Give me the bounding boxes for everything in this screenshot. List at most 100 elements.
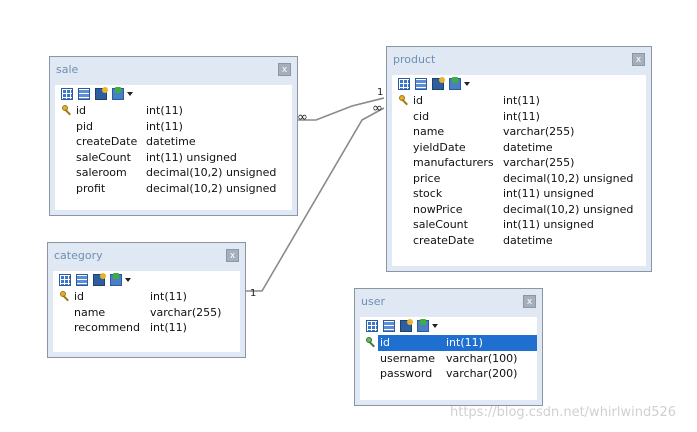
table-title: product x <box>387 47 651 73</box>
table-title-label: product <box>393 53 436 66</box>
relation-category-product-line <box>246 107 385 292</box>
table-title: sale x <box>50 57 297 83</box>
column-name: saleCount <box>76 150 131 164</box>
column-type: varchar(255) <box>150 305 222 319</box>
table-row[interactable]: nowPrice decimal(10,2) unsigned <box>392 202 646 218</box>
table-row[interactable]: name varchar(255) <box>392 124 646 140</box>
table-row[interactable]: profit decimal(10,2) unsigned <box>55 181 292 197</box>
table-category[interactable]: category x id int(11) name varchar(255) … <box>47 242 246 358</box>
table-product[interactable]: product x id int(11) cid int(11) name va… <box>386 46 652 272</box>
table-sale[interactable]: sale x id int(11) pid int(11) createDate… <box>49 56 298 216</box>
table-row[interactable]: pid int(11) <box>55 119 292 135</box>
column-name: id <box>76 104 87 117</box>
close-icon[interactable]: x <box>226 249 239 262</box>
column-name: id <box>380 336 391 349</box>
column-type: int(11) <box>446 336 483 349</box>
add-field-icon[interactable] <box>398 78 410 90</box>
table-row[interactable]: saleCount int(11) unsigned <box>392 217 646 233</box>
table-row[interactable]: id int(11) <box>53 289 240 305</box>
primary-key-icon[interactable] <box>93 273 106 286</box>
table-title-label: user <box>361 295 385 308</box>
column-type: datetime <box>146 135 196 148</box>
table-body: id int(11) pid int(11) createDate dateti… <box>55 85 292 210</box>
column-type: int(11) <box>150 290 187 303</box>
close-icon[interactable]: x <box>523 295 536 308</box>
key-icon <box>366 337 377 348</box>
column-name: username <box>380 351 435 365</box>
column-type: int(11) unsigned <box>503 187 594 200</box>
add-field-icon[interactable] <box>59 274 71 286</box>
chevron-down-icon[interactable] <box>125 278 131 282</box>
column-type: datetime <box>503 140 553 154</box>
table-row[interactable]: createDate datetime <box>392 233 646 249</box>
table-row[interactable]: id int(11) <box>392 93 646 109</box>
column-name: cid <box>413 109 430 123</box>
foreign-key-icon[interactable] <box>110 273 122 286</box>
table-row[interactable]: id int(11) <box>55 103 292 119</box>
key-icon <box>60 291 71 302</box>
relation-sale-product-line <box>292 97 385 121</box>
table-title-label: sale <box>56 63 79 76</box>
table-row[interactable]: manufacturers varchar(255) <box>392 155 646 171</box>
column-name: price <box>413 171 441 185</box>
table-title: user x <box>355 289 542 315</box>
table-row[interactable]: name varchar(255) <box>53 305 240 321</box>
table-body: id int(11) cid int(11) name varchar(255)… <box>392 75 646 266</box>
table-row[interactable]: password varchar(200) <box>360 366 537 382</box>
column-name: createDate <box>413 233 475 247</box>
table-title-label: category <box>54 249 103 262</box>
column-type: int(11) <box>146 104 183 117</box>
primary-key-icon[interactable] <box>400 319 413 332</box>
table-toolbar <box>55 85 292 103</box>
column-name: profit <box>76 181 106 195</box>
table-user[interactable]: user x id int(11) username varchar(100) … <box>354 288 543 406</box>
table-row[interactable]: cid int(11) <box>392 109 646 125</box>
insert-field-icon[interactable] <box>383 320 395 332</box>
column-type: int(11) <box>503 109 540 123</box>
column-type: int(11) unsigned <box>146 150 237 164</box>
foreign-key-icon[interactable] <box>112 87 124 100</box>
table-row[interactable]: saleCount int(11) unsigned <box>55 150 292 166</box>
column-name: stock <box>413 187 443 200</box>
insert-field-icon[interactable] <box>76 274 88 286</box>
table-row[interactable]: recommend int(11) <box>53 320 240 336</box>
insert-field-icon[interactable] <box>78 88 90 100</box>
column-type: datetime <box>503 233 553 247</box>
cardinality-category-one: 1 <box>250 288 257 299</box>
add-field-icon[interactable] <box>366 320 378 332</box>
chevron-down-icon[interactable] <box>464 82 470 86</box>
foreign-key-icon[interactable] <box>417 319 429 332</box>
close-icon[interactable]: x <box>278 63 291 76</box>
cardinality-sale-many: ∞ <box>297 110 308 125</box>
column-type: decimal(10,2) unsigned <box>503 202 634 216</box>
column-type: decimal(10,2) unsigned <box>146 166 277 179</box>
cardinality-product-many: ∞ <box>372 101 383 116</box>
column-type: varchar(255) <box>503 156 575 169</box>
add-field-icon[interactable] <box>61 88 73 100</box>
chevron-down-icon[interactable] <box>432 324 438 328</box>
column-type: int(11) unsigned <box>503 218 594 231</box>
column-name: nowPrice <box>413 202 463 216</box>
close-icon[interactable]: x <box>632 53 645 66</box>
column-name: password <box>380 367 433 380</box>
table-row[interactable]: username varchar(100) <box>360 351 537 367</box>
insert-field-icon[interactable] <box>415 78 427 90</box>
column-type: varchar(100) <box>446 351 518 365</box>
table-row[interactable]: id int(11) <box>360 335 537 351</box>
primary-key-icon[interactable] <box>432 77 445 90</box>
foreign-key-icon[interactable] <box>449 77 461 90</box>
column-type: decimal(10,2) unsigned <box>146 181 277 195</box>
primary-key-icon[interactable] <box>95 87 108 100</box>
column-type: varchar(200) <box>446 367 518 380</box>
table-row[interactable]: saleroom decimal(10,2) unsigned <box>55 165 292 181</box>
table-row[interactable]: yieldDate datetime <box>392 140 646 156</box>
table-body: id int(11) name varchar(255) recommend i… <box>53 271 240 352</box>
table-row[interactable]: stock int(11) unsigned <box>392 186 646 202</box>
selected-row-highlight <box>378 335 537 351</box>
column-type: decimal(10,2) unsigned <box>503 171 634 185</box>
table-row[interactable]: createDate datetime <box>55 134 292 150</box>
table-row[interactable]: price decimal(10,2) unsigned <box>392 171 646 187</box>
chevron-down-icon[interactable] <box>127 92 133 96</box>
column-name: manufacturers <box>413 156 494 169</box>
